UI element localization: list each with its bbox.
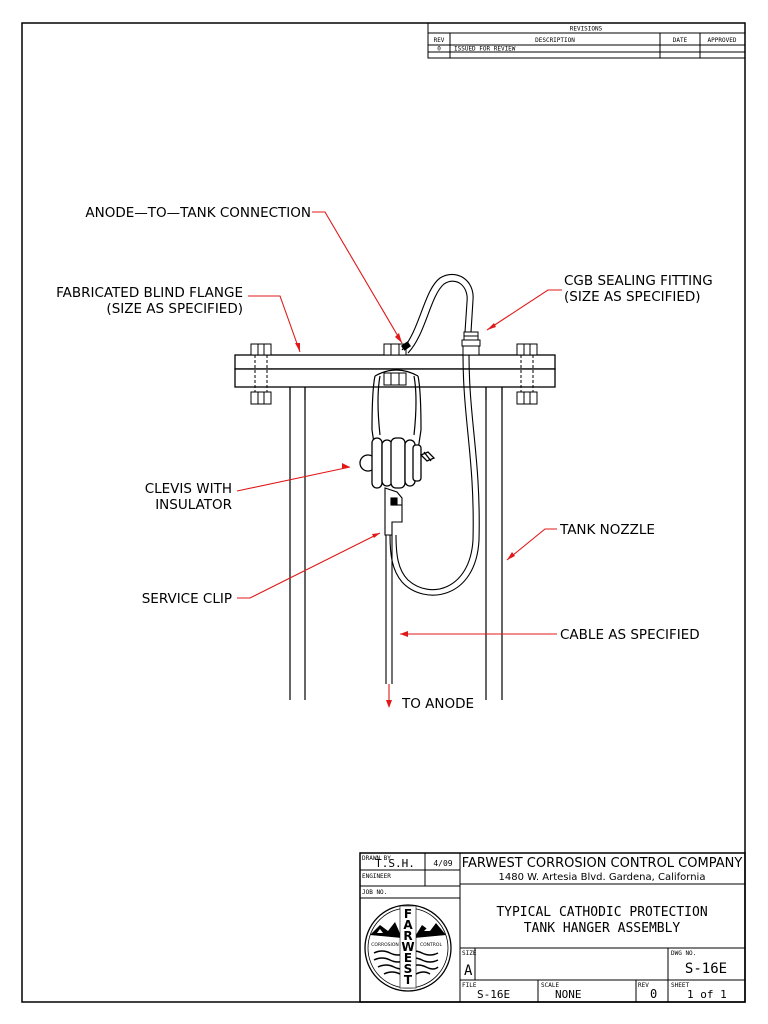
revision-row-description: ISSUED FOR REVIEW — [454, 46, 516, 53]
callout-cgb-line2: (SIZE AS SPECIFIED) — [564, 289, 701, 305]
company-address: 1480 W. Artesia Blvd. Gardena, Californi… — [499, 872, 706, 883]
connection-cable — [389, 273, 480, 596]
logo-letter-w: W — [401, 940, 414, 954]
revisions-title: REVISIONS — [570, 26, 603, 33]
drawing-title-line2: TANK HANGER ASSEMBLY — [524, 921, 681, 936]
title-block — [359, 852, 746, 1003]
tank-nozzle — [289, 400, 503, 700]
leader-arrowheads — [295, 323, 515, 708]
size-label: SIZE — [462, 950, 477, 957]
company-name: FARWEST CORROSION CONTROL COMPANY — [462, 856, 743, 871]
dwg-no-value: S-16E — [685, 961, 727, 977]
revisions-table — [427, 22, 746, 59]
description-header: DESCRIPTION — [535, 37, 575, 44]
logo-letter-t: T — [404, 973, 413, 987]
callout-clevis-line2: INSULATOR — [155, 497, 232, 513]
approved-header: APPROVED — [708, 37, 737, 44]
sheet-value: 1 of 1 — [687, 988, 727, 1001]
job-no-label: JOB NO. — [362, 889, 387, 896]
sheet-label: SHEET — [671, 982, 689, 989]
clevis-assembly — [371, 369, 422, 471]
file-value: S-16E — [477, 988, 510, 1001]
scale-label: SCALE — [541, 982, 559, 989]
farwest-logo: F A R W E S T CORROSION CONTROL — [364, 904, 452, 992]
leader-lines — [236, 211, 562, 702]
date-header: DATE — [673, 37, 688, 44]
callout-service-clip: SERVICE CLIP — [142, 591, 232, 607]
drawn-by-value: T.S.H. — [375, 857, 415, 870]
rev-label: REV — [638, 982, 649, 989]
logo-letter-a: A — [403, 918, 413, 932]
cgb-sealing-fitting — [461, 331, 481, 356]
dwg-no-label: DWG NO. — [671, 950, 696, 957]
logo-letter-s: S — [404, 962, 413, 976]
callout-blind-flange-line2: (SIZE AS SPECIFIED) — [106, 301, 243, 317]
flange-bolt-right — [516, 343, 538, 405]
file-label: FILE — [462, 982, 477, 989]
drawn-by-label: DRAWN BY — [362, 855, 391, 862]
callout-cable: CABLE AS SPECIFIED — [560, 627, 700, 643]
callout-cgb-line1: CGB SEALING FITTING — [564, 273, 713, 289]
drawn-date-value: 4/09 — [433, 859, 452, 868]
rev-header: REV — [434, 37, 445, 44]
size-value: A — [464, 963, 473, 979]
flange-bolt-left — [250, 343, 272, 405]
logo-control-label: CONTROL — [420, 942, 442, 948]
logo-corrosion-label: CORROSION — [371, 942, 399, 948]
callout-clevis-line1: CLEVIS WITH — [145, 481, 232, 497]
callout-to-anode: TO ANODE — [401, 696, 474, 712]
insulator — [359, 437, 436, 489]
revision-row-rev: 0 — [437, 46, 441, 53]
logo-letter-e: E — [404, 951, 412, 965]
rev-value: 0 — [650, 987, 657, 1001]
callout-tank-nozzle: TANK NOZZLE — [559, 522, 655, 538]
logo-letter-r: R — [403, 929, 412, 943]
drawing-title-line1: TYPICAL CATHODIC PROTECTION — [496, 905, 707, 920]
callout-anode-connection: ANODE—TO—TANK CONNECTION — [85, 205, 311, 221]
logo-letter-f: F — [404, 907, 412, 921]
engineer-label: ENGINEER — [362, 873, 391, 880]
callout-blind-flange-line1: FABRICATED BLIND FLANGE — [56, 285, 243, 301]
scale-value: NONE — [555, 988, 582, 1001]
